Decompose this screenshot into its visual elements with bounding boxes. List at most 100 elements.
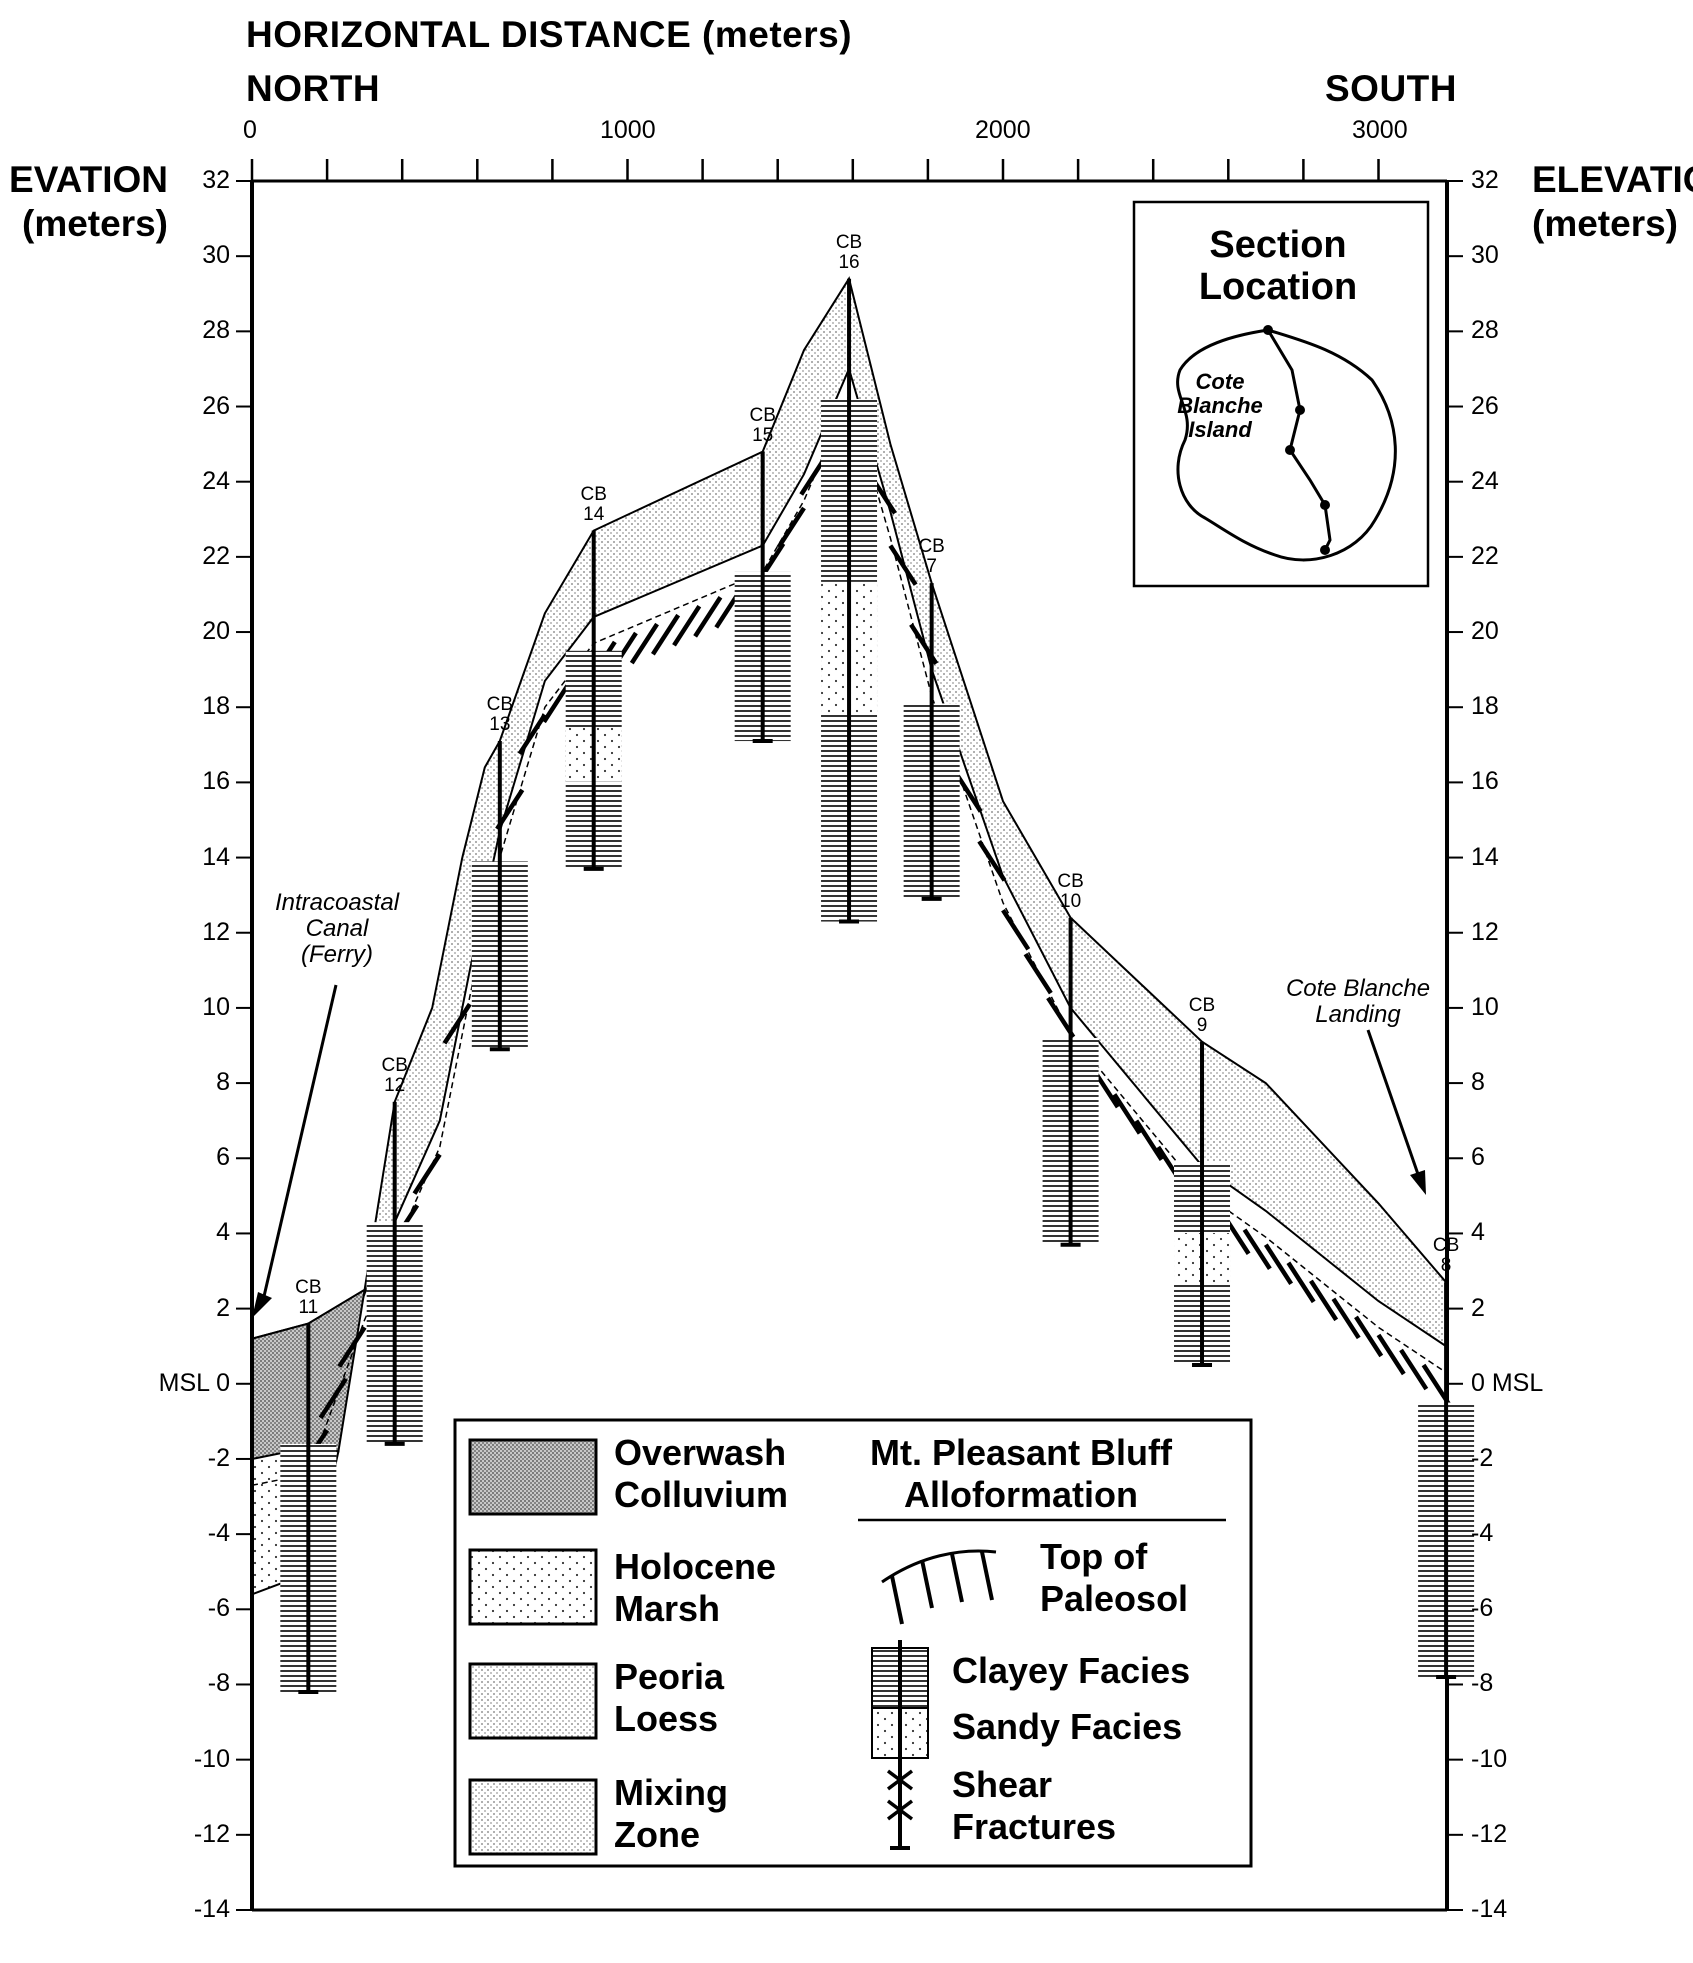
paleosol-tick [1286, 1261, 1316, 1304]
paleosol-tick [672, 604, 702, 647]
y-tick-label-right: 26 [1471, 391, 1499, 420]
y-tick-label-right: -2 [1471, 1443, 1494, 1472]
borehole-label-line: CB [486, 694, 514, 716]
y-tick-label: 4 [216, 1218, 230, 1247]
paleosol-tick [629, 622, 659, 665]
y-tick-label-right: 24 [1471, 466, 1499, 495]
x-axis-title: HORIZONTAL DISTANCE (meters) [246, 14, 853, 55]
paleosol-tick [776, 506, 806, 549]
section-point [1320, 545, 1330, 555]
y-tick-label: MSL 0 [158, 1368, 230, 1397]
x-tick-label: 1000 [600, 116, 656, 144]
paleosol-tick [1112, 1093, 1142, 1135]
borehole-label-line: 12 [384, 1074, 406, 1096]
paleosol-tick [1376, 1333, 1406, 1376]
legend-marsh: Holocene Marsh [614, 1546, 776, 1630]
paleosol-tick [977, 840, 1007, 882]
paleosol-tick [1001, 908, 1031, 951]
y-tick-label-right: 30 [1471, 241, 1499, 270]
y-tick-label-right: 14 [1471, 842, 1499, 871]
paleosol-tick [1263, 1243, 1294, 1286]
legend-loess-2: Loess [614, 1698, 719, 1739]
y-tick-label: -14 [193, 1895, 230, 1923]
paleosol-tick [442, 1002, 472, 1045]
y-tick-label-right: 18 [1471, 692, 1499, 721]
paleosol-tick [542, 681, 572, 724]
south-label: SOUTH [1325, 68, 1457, 109]
y-tick-label: 14 [202, 842, 230, 871]
legend-paleosol: Top of Paleosol [1040, 1536, 1188, 1620]
left-elevation-word: EVATION [9, 159, 168, 200]
island-label: Cote Blanche Island [1170, 370, 1270, 442]
y-tick-label: 10 [202, 992, 230, 1021]
borehole-label-line: 8 [1440, 1255, 1452, 1277]
y-tick-label: 30 [202, 241, 230, 270]
borehole-label-line: CB [1188, 994, 1216, 1016]
borehole-label-line: 7 [926, 556, 937, 578]
borehole-label-line: CB [1432, 1235, 1460, 1257]
section-point [1263, 325, 1273, 335]
legend-paleosol-tick [890, 1575, 904, 1625]
legend-paleosol-tick [920, 1559, 934, 1609]
borehole-label-line: CB [580, 483, 607, 505]
y-tick-label: 18 [202, 692, 230, 721]
right-elevation-units: (meters) [1532, 203, 1678, 244]
landing-line-2: Landing [1315, 1001, 1401, 1028]
landing-arrow-head [1410, 1170, 1426, 1195]
inset-title-line-1: Section [1209, 224, 1347, 266]
y-tick-label-right: -4 [1471, 1519, 1494, 1548]
y-tick-label-right: 32 [1471, 166, 1499, 194]
y-tick-label-right: 0 MSL [1471, 1368, 1544, 1397]
legend-paleosol-curve [881, 1549, 997, 1584]
legend-overwash: Overwash Colluvium [614, 1432, 788, 1516]
paleosol-tick [337, 1326, 367, 1368]
y-tick-label-right: 22 [1471, 541, 1499, 570]
inset-title: Section Location [1133, 224, 1423, 308]
borehole-label-line: 13 [489, 714, 511, 736]
y-tick-label-right: -8 [1471, 1669, 1494, 1698]
legend-clayey: Clayey Facies [952, 1650, 1191, 1691]
legend-swatch-marsh [468, 1548, 598, 1626]
section-point [1320, 500, 1330, 510]
y-tick-label: 2 [216, 1293, 230, 1322]
y-tick-label: 22 [202, 541, 230, 570]
landing-annotation: Cote Blanche Landing [1268, 976, 1448, 1028]
section-point [1285, 445, 1295, 455]
canal-annotation: Intracoastal Canal (Ferry) [262, 890, 412, 968]
borehole-label-line: CB [918, 536, 945, 558]
y-tick-label-right: 2 [1471, 1293, 1485, 1322]
legend-shear-2: Fractures [952, 1806, 1117, 1847]
legend-paleosol-2: Paleosol [1040, 1578, 1189, 1619]
paleosol-tick [1331, 1297, 1361, 1340]
paleosol-tick [1134, 1119, 1164, 1161]
y-tick-label: -10 [193, 1744, 230, 1773]
y-tick-label: 24 [202, 466, 230, 495]
paleosol-tick [1399, 1348, 1429, 1391]
y-tick-label: 28 [202, 316, 230, 345]
paleosol-tick [888, 544, 918, 586]
borehole-label-line: CB [381, 1054, 408, 1076]
paleosol-tick [412, 1153, 442, 1195]
borehole-label-line: CB [1057, 870, 1084, 892]
y-tick-label: 32 [202, 166, 230, 194]
borehole-label-line: 14 [583, 503, 605, 525]
legend-loess-1: Peoria [614, 1656, 725, 1697]
y-tick-label: -2 [207, 1443, 230, 1472]
y-tick-label: -6 [207, 1594, 230, 1623]
paleosol-tick [1309, 1279, 1339, 1322]
landing-arrow-line [1366, 1029, 1422, 1181]
landing-line-1: Cote Blanche [1285, 975, 1431, 1002]
y-tick-label: 26 [202, 391, 230, 420]
left-elevation-units: (meters) [22, 203, 168, 244]
legend-overwash-1: Overwash [614, 1432, 787, 1473]
canal-line-1: Intracoastal [274, 889, 400, 916]
borehole-label-line: CB [295, 1276, 322, 1298]
legend-paleosol-tick [980, 1551, 994, 1601]
paleosol-tick [693, 596, 723, 638]
